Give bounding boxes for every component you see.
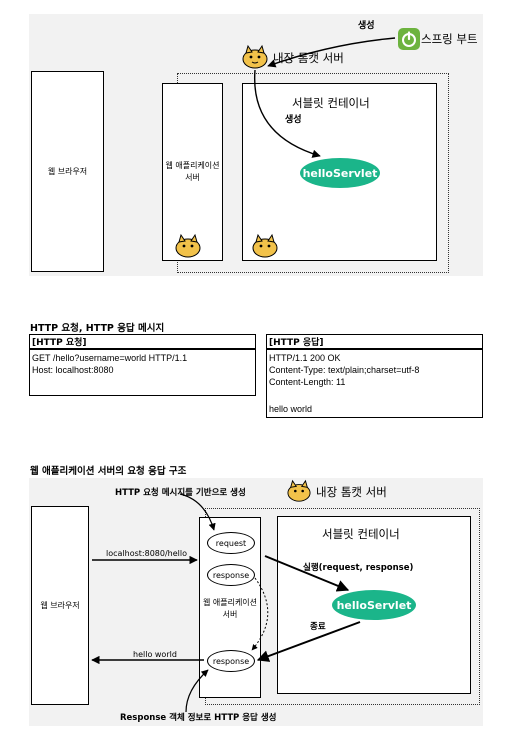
url-label: localhost:8080/hello [106,549,187,558]
arrow-tomcat-to-servlet [253,69,321,158]
http-section-title: HTTP 요청, HTTP 응답 메시지 [30,323,165,334]
web-app-server-label: 웹 애플리케이션 서버 [165,161,220,182]
request-oval-label: request [215,538,247,548]
tomcat-icon-bottom [284,479,314,503]
embedded-tomcat-label-top: 내장 톰캣 서버 [273,51,344,65]
http-request-line1: GET /hello?username=world HTTP/1.1 [32,353,188,363]
http-response-line1: HTTP/1.1 200 OK [269,353,341,363]
hello-servlet-node-bottom: helloServlet [332,590,416,620]
response-oval-bottom-label: response [212,656,250,666]
create-label-top: 생성 [358,21,375,31]
tomcat-icon-top [240,44,270,70]
hello-world-label: hello world [133,650,177,659]
http-response-line3: Content-Length: 11 [269,377,346,387]
tomcat-icon-container [250,233,280,259]
spring-boot-icon [398,28,420,50]
web-browser-box [31,71,104,272]
web-browser-label: 웹 브라우저 [47,167,88,176]
web-app-server-box [162,83,223,261]
web-browser-label-bottom: 웹 브라우저 [40,601,80,610]
web-browser-box-bottom [31,506,89,705]
spring-boot-label: 스프링 부트 [421,32,478,46]
arrow-response-dotted [251,577,269,651]
response-oval-bottom: response [207,650,255,672]
request-caption: HTTP 요청 메시지를 기반으로 생성 [115,488,246,498]
arrow-spring-to-tomcat [267,37,396,68]
servlet-container-label-bottom: 서블릿 컨테이너 [322,527,400,541]
http-response-line2: Content-Type: text/plain;charset=utf-8 [269,365,420,375]
http-request-header: [HTTP 요청] [32,338,87,348]
http-response-body-box [266,349,483,418]
web-app-server-label-bottom: 웹 애플리케이션 서버 [202,598,258,619]
http-request-body-box [29,349,256,396]
http-response-body: hello world [269,404,313,414]
structure-section-title: 웹 애플리케이션 서버의 요청 응답 구조 [30,466,187,477]
http-response-header: [HTTP 응답] [269,338,324,348]
embedded-tomcat-label-bottom: 내장 톰캣 서버 [316,485,387,499]
tomcat-icon-app-server [173,233,203,259]
arrow-execute [264,555,350,592]
hello-servlet-node: helloServlet [300,158,380,188]
response-oval-top: response [207,564,255,586]
hello-servlet-label: helloServlet [302,166,378,180]
end-label: 종료 [310,622,326,632]
servlet-container-label: 서블릿 컨테이너 [292,96,370,110]
arrow-caption-to-request [179,493,216,531]
http-response-header-box [266,334,483,349]
arrow-response-caption [185,669,209,713]
request-oval: request [207,532,255,554]
create-label-mid: 생성 [285,115,302,125]
response-caption: Response 객체 정보로 HTTP 응답 생성 [120,713,277,723]
http-request-line2: Host: localhost:8080 [32,365,114,375]
arrow-end [256,621,361,662]
hello-servlet-label-bottom: helloServlet [336,598,412,612]
http-request-header-box [29,334,256,349]
response-oval-top-label: response [212,570,250,580]
execute-label: 실행(request, response) [303,563,414,573]
